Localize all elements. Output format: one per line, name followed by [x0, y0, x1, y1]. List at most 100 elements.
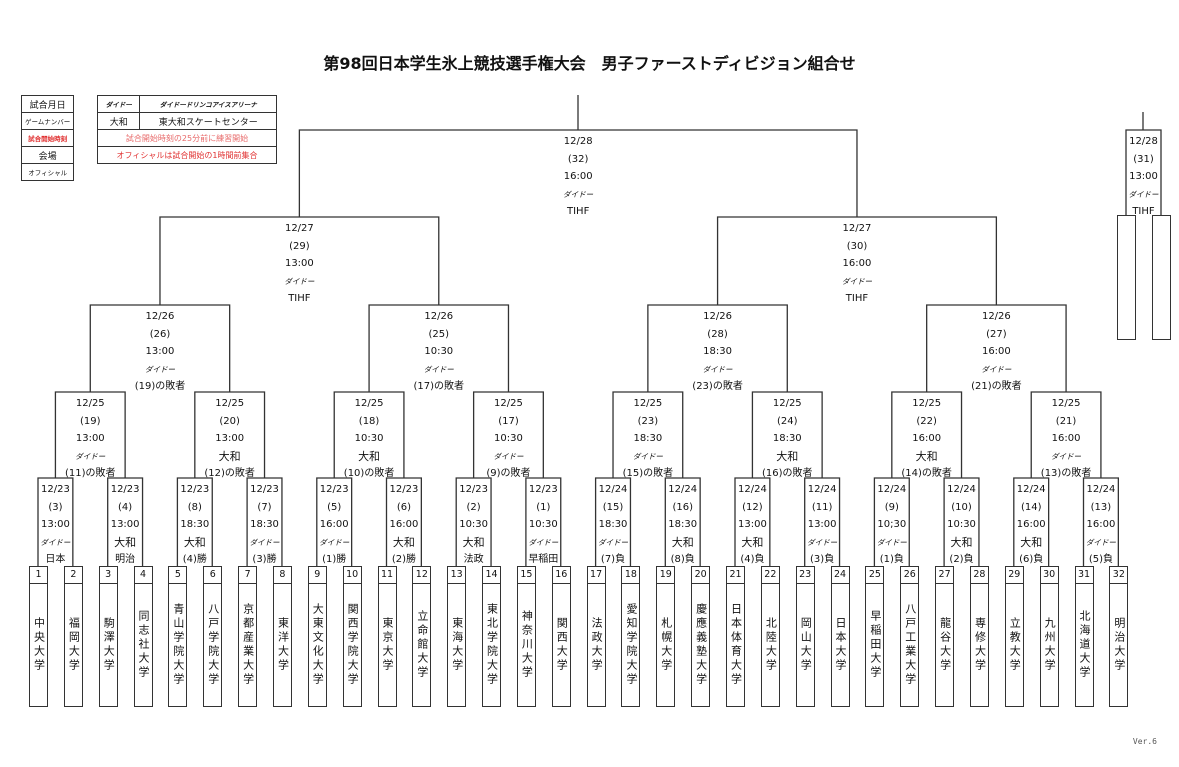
match-number: (27) [986, 328, 1007, 340]
team-name: 九州大学 [1043, 617, 1057, 673]
match-venue: 大和 [183, 535, 206, 549]
match-venue: ダイドー [598, 537, 629, 547]
team-seed-number: 12 [413, 567, 431, 584]
match-note: 明治 [115, 554, 136, 565]
legend-key: 試合月日 ゲームナンバー 試合開始時刻 会場 オフィシャル [20, 95, 75, 181]
match-time: 13:00 [738, 519, 767, 530]
team-name: 関西大学 [555, 617, 569, 673]
match-time: 18:30 [598, 519, 628, 530]
match-date: 12/26 [424, 311, 454, 322]
team-seed-number: 15 [517, 567, 535, 584]
match-time: 10:30 [528, 519, 558, 530]
version-label: Ver.6 [1132, 737, 1157, 746]
match-venue: 大和 [776, 449, 799, 463]
match-number: (23) [637, 415, 659, 427]
match-venue: ダイドー [1085, 537, 1116, 547]
match-number: (18) [358, 415, 380, 427]
match-number: (31) [1133, 153, 1154, 165]
team-name: 立教大学 [1008, 617, 1022, 673]
match-number: (7) [257, 501, 272, 513]
match-number: (25) [428, 328, 450, 340]
match-time: 13:00 [284, 258, 314, 269]
match-time: 10:30 [459, 519, 489, 530]
match-venue: ダイドー [807, 537, 838, 547]
team-seed-number: 22 [761, 567, 779, 584]
match-venue: ダイドー [876, 537, 907, 547]
match-note: (8)負 [670, 554, 695, 565]
match-venue: ダイドー [632, 451, 663, 461]
match-note: (17)の敗者 [413, 381, 465, 392]
match-time: 10:30 [354, 433, 384, 444]
team-seed-number: 24 [831, 567, 849, 584]
team-seed-number: 7 [239, 567, 257, 584]
team-name: 慶應義塾大学 [694, 603, 708, 687]
team-seed-number: 17 [587, 567, 605, 584]
team-seed-number: 6 [204, 567, 222, 584]
team-name: 駒澤大学 [102, 617, 116, 673]
match-date: 12/23 [389, 484, 419, 495]
match-venue: 大和 [915, 449, 938, 463]
match-number: (13) [1090, 501, 1112, 513]
match-date: 12/24 [738, 484, 767, 495]
team-seed-number: 20 [692, 567, 710, 584]
team-name: 法政大学 [590, 617, 604, 673]
match-date: 12/28 [563, 136, 593, 147]
match-note: (1)勝 [322, 554, 347, 565]
match-time: 10:30 [947, 519, 976, 530]
match-time: 13:00 [215, 433, 245, 444]
match-time: 16:00 [912, 433, 942, 444]
team-name: 早稲田大学 [868, 610, 882, 680]
match-venue: 大和 [671, 535, 694, 549]
match-number: (3) [48, 501, 63, 513]
match-note: TIHF [845, 293, 869, 304]
match-number: (28) [707, 328, 728, 340]
team-seed-number: 9 [308, 567, 326, 584]
match-note: (2)負 [949, 554, 974, 565]
match-venue: ダイドー [563, 189, 594, 199]
match-venue: 大和 [950, 535, 973, 549]
match-note: (5)負 [1088, 554, 1113, 565]
match-venue: ダイドー [144, 364, 175, 374]
match-number: (22) [916, 415, 937, 427]
team-seed-number: 18 [622, 567, 640, 584]
match-number: (21) [1055, 415, 1077, 427]
team-seed-number: 27 [936, 567, 954, 584]
team-name: 東洋大学 [276, 617, 290, 673]
team-name: 関西学院大学 [346, 603, 360, 687]
match-number: (19) [80, 415, 101, 427]
match-number: (12) [742, 501, 763, 513]
match-date: 12/24 [1016, 484, 1046, 495]
match-venue: ダイドー [423, 364, 454, 374]
team-seed-number: 8 [273, 567, 291, 584]
match-date: 12/25 [633, 398, 663, 409]
match-date: 12/24 [877, 484, 907, 495]
team-seed-number: 14 [483, 567, 501, 584]
team-seed-number: 2 [64, 567, 82, 584]
match-note: 早稲田 [528, 554, 559, 565]
match-number: (14) [1020, 501, 1042, 513]
match-number: (17) [498, 415, 519, 427]
match-date: 12/23 [319, 484, 349, 495]
match-venue: ダイドー [249, 537, 280, 547]
match-time: 18:30 [703, 346, 732, 357]
match-number: (6) [396, 501, 411, 513]
team-name: 青山学院大学 [171, 603, 185, 687]
match-date: 12/23 [459, 484, 489, 495]
match-date: 12/25 [912, 398, 942, 409]
